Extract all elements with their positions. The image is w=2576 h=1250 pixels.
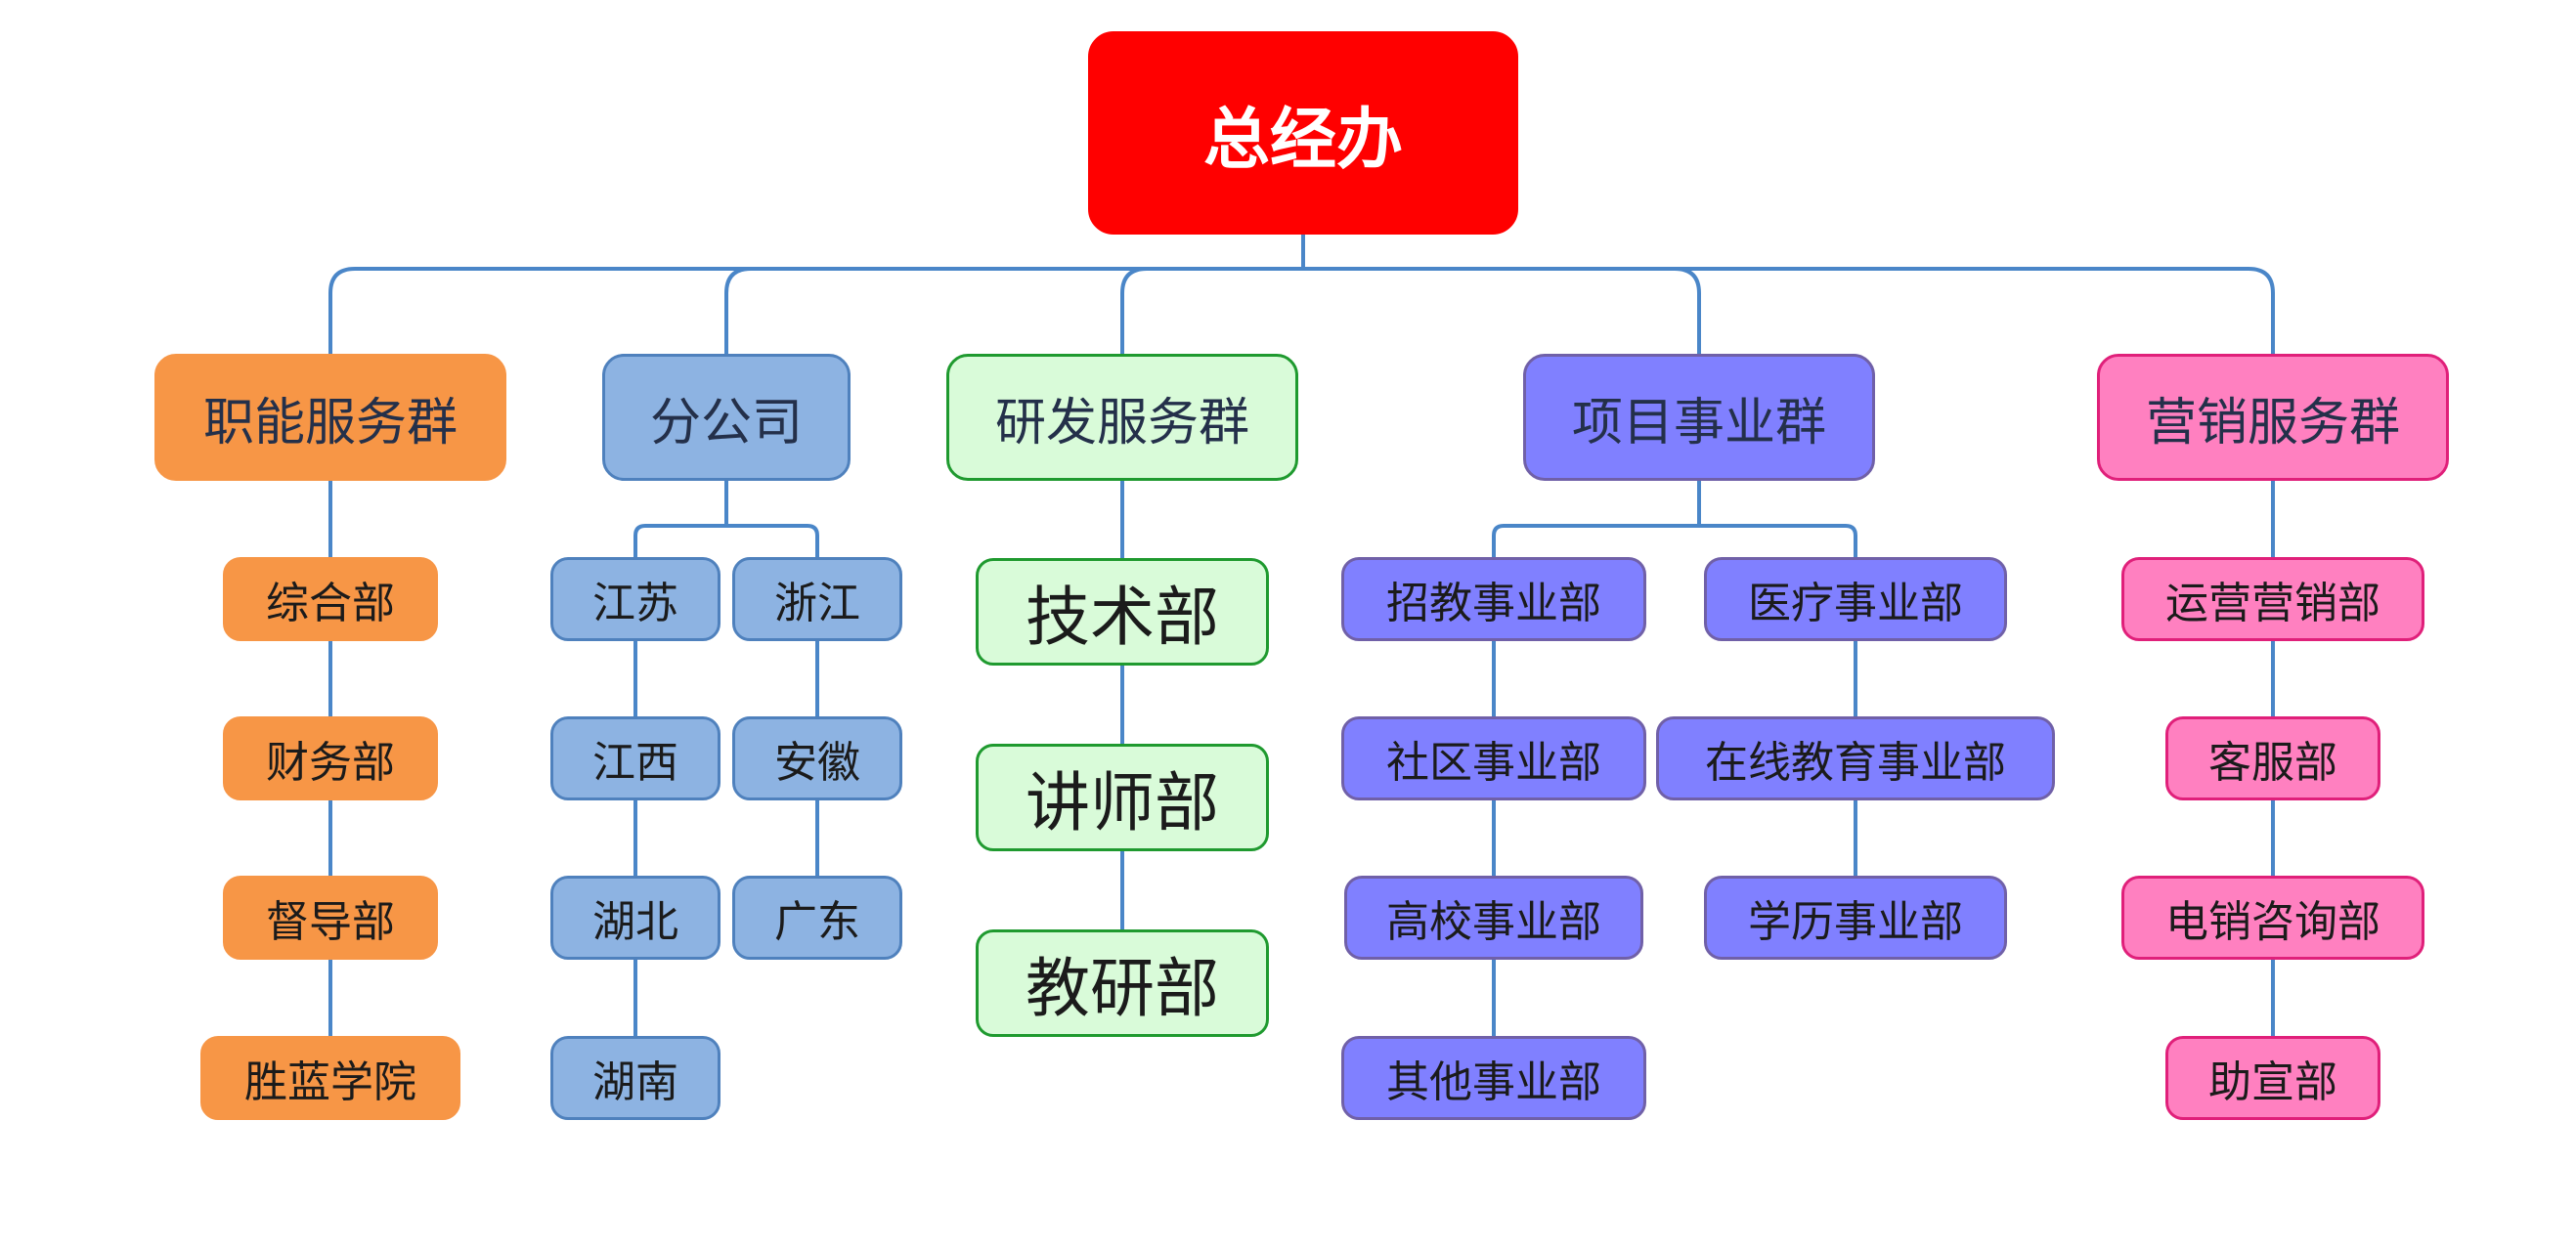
project-item: 其他事业部 xyxy=(1341,1036,1646,1120)
group-rnd: 研发服务群 xyxy=(946,354,1298,481)
functional-item: 综合部 xyxy=(223,557,438,641)
marketing-item: 运营营销部 xyxy=(2121,557,2424,641)
branch-item: 江苏 xyxy=(550,557,720,641)
project-item: 医疗事业部 xyxy=(1704,557,2007,641)
project-item: 招教事业部 xyxy=(1341,557,1646,641)
root-node: 总经办 xyxy=(1088,31,1518,235)
rnd-item: 教研部 xyxy=(976,929,1269,1037)
branch-item: 江西 xyxy=(550,716,720,800)
project-item: 高校事业部 xyxy=(1344,876,1643,960)
marketing-item: 助宣部 xyxy=(2165,1036,2380,1120)
project-item: 在线教育事业部 xyxy=(1656,716,2055,800)
functional-item: 财务部 xyxy=(223,716,438,800)
branch-item: 广东 xyxy=(732,876,902,960)
functional-item: 督导部 xyxy=(223,876,438,960)
branch-item: 安徽 xyxy=(732,716,902,800)
rnd-item: 讲师部 xyxy=(976,744,1269,851)
group-branch: 分公司 xyxy=(602,354,851,481)
branch-item: 浙江 xyxy=(732,557,902,641)
group-project: 项目事业群 xyxy=(1523,354,1875,481)
marketing-item: 电销咨询部 xyxy=(2121,876,2424,960)
functional-item: 胜蓝学院 xyxy=(200,1036,460,1120)
group-functional: 职能服务群 xyxy=(154,354,506,481)
rnd-item: 技术部 xyxy=(976,558,1269,666)
branch-item: 湖北 xyxy=(550,876,720,960)
group-marketing: 营销服务群 xyxy=(2097,354,2449,481)
project-item: 学历事业部 xyxy=(1704,876,2007,960)
marketing-item: 客服部 xyxy=(2165,716,2380,800)
project-item: 社区事业部 xyxy=(1341,716,1646,800)
branch-item: 湖南 xyxy=(550,1036,720,1120)
